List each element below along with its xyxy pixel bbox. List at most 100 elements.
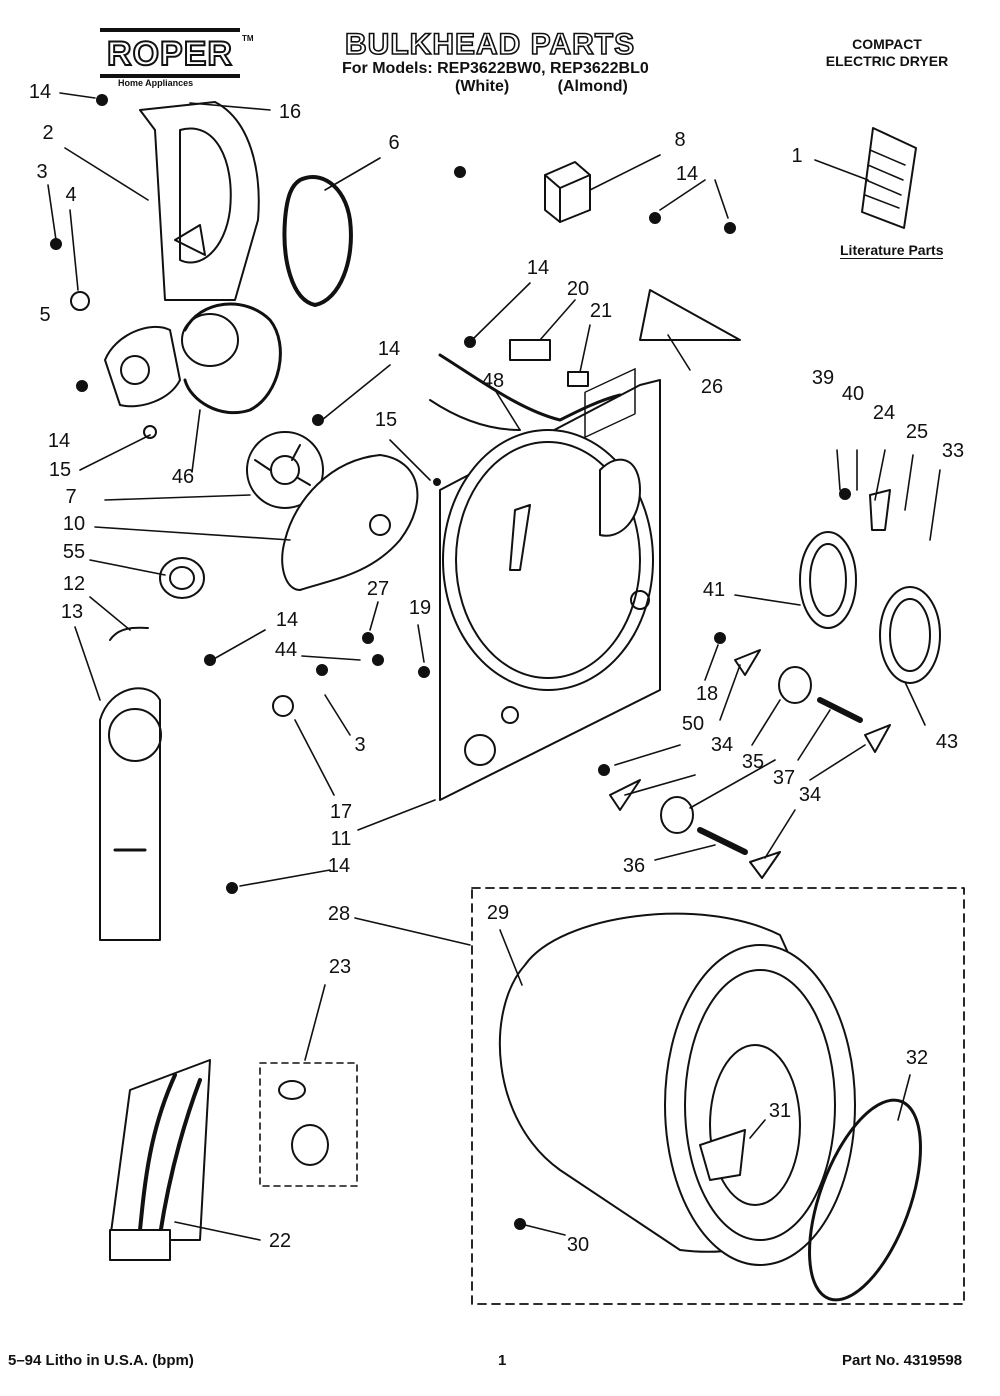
drum-roller-b (660, 796, 694, 834)
wire-harness (438, 353, 622, 422)
terminal-kit-box (259, 1062, 358, 1187)
callout-11: 11 (330, 828, 352, 850)
thermostat-bracket (509, 339, 551, 361)
callout-48: 48 (481, 370, 505, 392)
callout-36: 36 (622, 855, 646, 877)
literature-booklet (861, 127, 917, 229)
literature-parts-label: Literature Parts (840, 242, 944, 259)
callout-6: 6 (388, 132, 400, 154)
heater-element (109, 1059, 211, 1261)
brand-subtitle: Home Appliances (118, 78, 194, 88)
callout-5: 5 (39, 304, 51, 326)
callout-15-a: 15 (374, 409, 398, 431)
lamp-cover (879, 586, 941, 684)
junction-box (544, 161, 591, 223)
callout-40: 40 (841, 383, 865, 405)
callout-12: 12 (62, 573, 86, 595)
roller-bracket-c (864, 724, 891, 753)
callout-14-e: 14 (47, 430, 71, 452)
callout-14-f: 14 (275, 609, 299, 631)
callout-31: 31 (768, 1100, 792, 1122)
callout-14-b: 14 (675, 163, 699, 185)
callout-3-a: 3 (36, 161, 48, 183)
colors-line: (White) (Almond) (455, 78, 628, 95)
callout-14-d: 14 (377, 338, 401, 360)
callout-14-g: 14 (327, 855, 351, 877)
callout-39: 39 (811, 367, 835, 389)
callout-55: 55 (62, 541, 86, 563)
callout-2: 2 (42, 122, 54, 144)
callout-3-b: 3 (354, 734, 366, 756)
callout-37: 37 (772, 767, 796, 789)
blower-housing-front (281, 454, 419, 591)
rear-panel-idler (99, 687, 162, 941)
screws (50, 94, 851, 1230)
drum-assembly-box (471, 887, 965, 1305)
idler-spring (109, 626, 149, 641)
callout-41: 41 (702, 579, 726, 601)
callout-7: 7 (65, 486, 77, 508)
callout-24: 24 (872, 402, 896, 424)
footer-page-number: 1 (498, 1352, 507, 1369)
callout-50: 50 (681, 713, 705, 735)
blower-housing-back (104, 325, 181, 408)
duct-bracket (139, 101, 260, 301)
callout-20: 20 (566, 278, 590, 300)
callout-22: 22 (268, 1230, 292, 1252)
callout-14-a: 14 (28, 81, 52, 103)
callout-4: 4 (65, 184, 77, 206)
callout-21: 21 (589, 300, 613, 322)
felt-seal (159, 557, 205, 599)
models-line: For Models: REP3622BW0, REP3622BL0 (342, 60, 649, 77)
callout-13: 13 (60, 601, 84, 623)
callout-34-b: 34 (798, 784, 822, 806)
lamp-housing (799, 531, 857, 629)
callout-29: 29 (486, 902, 510, 924)
callout-27: 27 (366, 578, 390, 600)
callout-44: 44 (274, 639, 298, 661)
callout-35: 35 (741, 751, 765, 773)
footer-print-info: 5–94 Litho in U.S.A. (bpm) (8, 1352, 194, 1369)
callout-19: 19 (408, 597, 432, 619)
callout-28: 28 (327, 903, 351, 925)
callout-1: 1 (791, 145, 803, 167)
callout-46: 46 (171, 466, 195, 488)
callout-26: 26 (700, 376, 724, 398)
seal-ring (282, 174, 353, 307)
support-bracket (639, 289, 741, 341)
page-title: BULKHEAD PARTS (344, 27, 636, 62)
callout-43: 43 (935, 731, 959, 753)
callout-17: 17 (329, 801, 353, 823)
callout-8: 8 (674, 129, 686, 151)
footer-part-number: Part No. 4319598 (842, 1352, 963, 1369)
roller-bracket-d (749, 851, 781, 879)
leader-lines (47, 92, 941, 1241)
callout-16: 16 (278, 101, 302, 123)
callout-14-c: 14 (526, 257, 550, 279)
callout-30: 30 (566, 1234, 590, 1256)
callout-33: 33 (941, 440, 965, 462)
door-catch (869, 489, 891, 531)
roller-shaft-a (817, 697, 863, 723)
callout-10: 10 (62, 513, 86, 535)
callout-18: 18 (695, 683, 719, 705)
callout-15-b: 15 (48, 459, 72, 481)
drum (498, 912, 856, 1266)
product-line-1: COMPACT (852, 36, 922, 52)
drum-roller-a (778, 666, 812, 704)
roller-bracket-a (734, 649, 761, 676)
front-bulkhead (439, 368, 661, 801)
duct-seal-46 (183, 302, 282, 415)
product-line-2: ELECTRIC DRYER (825, 53, 949, 69)
product-type: COMPACT ELECTRIC DRYER (812, 36, 962, 70)
callout-23: 23 (328, 956, 352, 978)
blower-wheel (246, 431, 324, 509)
roper-logo: ROPER Home Appliances TM (100, 28, 254, 90)
callout-34-a: 34 (710, 734, 734, 756)
drum-seal (808, 1098, 922, 1302)
brand-name: ROPER (106, 35, 233, 73)
trademark: TM (242, 34, 254, 43)
callout-32: 32 (905, 1047, 929, 1069)
roller-shaft-b (697, 827, 748, 855)
